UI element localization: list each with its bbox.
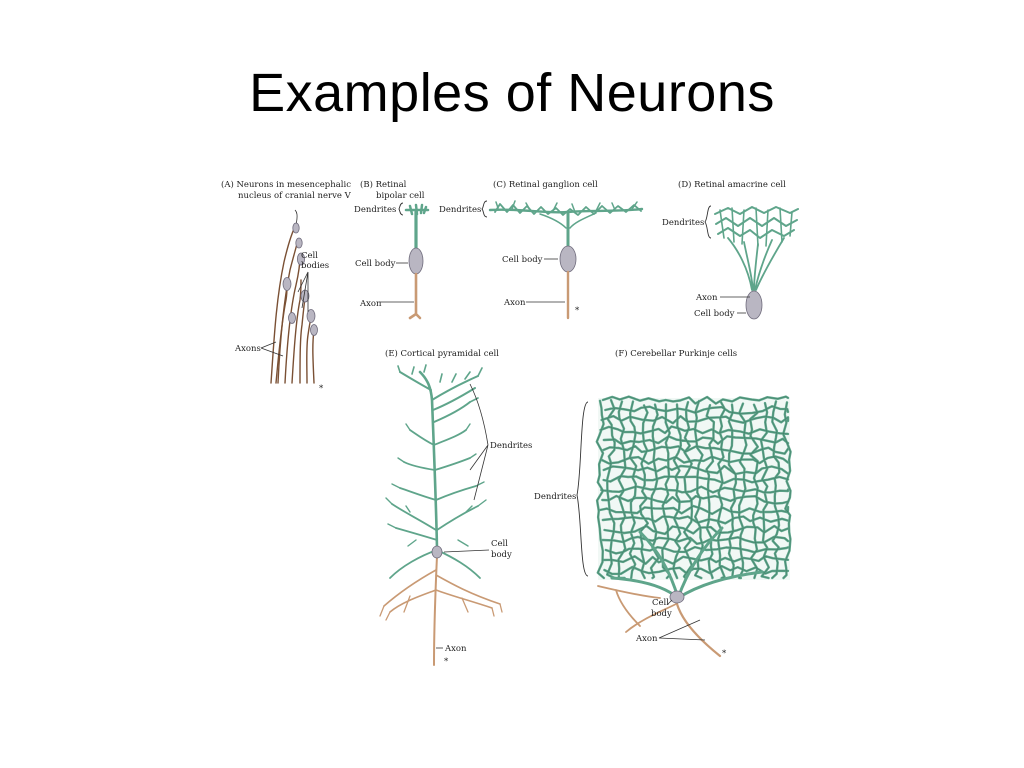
panel-f-cell-label-line1: Cell: [652, 598, 669, 608]
panel-a-mesencephalic-neurons: (A) Neurons in mesencephalic nucleus of …: [221, 179, 352, 394]
panel-b-title-line2: bipolar cell: [376, 191, 425, 201]
panel-d-axon-label: Axon: [695, 293, 718, 303]
panel-e-cortical-pyramidal-cell: (E) Cortical pyramidal cell Dendrites Ce…: [380, 348, 532, 667]
panel-e-cell-body: [432, 546, 442, 558]
panel-a-title-line1: (A) Neurons in mesencephalic: [221, 179, 351, 190]
panel-a-cell-bodies: [283, 223, 318, 336]
panel-f-axon-label: Axon: [635, 634, 658, 644]
panel-a-axons-label: Axons: [234, 344, 261, 354]
panel-d-dendrites-label: Dendrites: [662, 218, 704, 228]
panel-f-cerebellar-purkinje-cells: (F) Cerebellar Purkinje cells Dendrites …: [534, 348, 791, 659]
panel-e-dendrites-label: Dendrites: [490, 441, 532, 451]
panel-a-cell-label-line2: bodies: [301, 261, 329, 271]
panel-b-dendrites-label: Dendrites: [354, 205, 396, 215]
panel-f-cell-body: [670, 591, 684, 603]
panel-f-dendritic-tree: [597, 397, 791, 598]
panel-a-cell-label-line1: Cell: [301, 251, 318, 261]
panel-c-dendrites-label: Dendrites: [439, 205, 481, 215]
panel-d-cell-body: [746, 291, 762, 319]
panel-c-retinal-ganglion-cell: (C) Retinal ganglion cell Dendrites Cell…: [439, 179, 642, 318]
panel-f-dendrites-label: Dendrites: [534, 492, 576, 502]
panel-b-title-line1: (B) Retinal: [360, 179, 407, 190]
panel-d-title: (D) Retinal amacrine cell: [678, 179, 786, 190]
panel-a-title-line2: nucleus of cranial nerve V: [238, 191, 352, 201]
panel-c-title: (C) Retinal ganglion cell: [493, 179, 598, 190]
panel-b-axon-label: Axon: [359, 299, 382, 309]
panel-c-dendrites: [490, 201, 642, 246]
panel-e-cell-label-line1: Cell: [491, 539, 508, 549]
panel-e-cell-label-line2: body: [491, 550, 512, 560]
panel-c-cell-body: [560, 246, 576, 272]
panel-b-cell-body-label: Cell body: [355, 259, 396, 269]
panel-e-axon-label: Axon: [444, 644, 467, 654]
panel-c-asterisk: *: [575, 306, 580, 316]
panel-b-retinal-bipolar-cell: (B) Retinal bipolar cell Dendrites Cell …: [354, 179, 428, 318]
panel-f-title: (F) Cerebellar Purkinje cells: [615, 348, 737, 359]
panel-e-asterisk: *: [444, 657, 449, 667]
panel-f-cell-label-line2: body: [651, 609, 672, 619]
panel-c-axon-label: Axon: [503, 298, 526, 308]
panel-e-basal-axon-branches: [380, 556, 502, 665]
panel-d-dendrites: [715, 207, 798, 290]
panel-f-asterisk: *: [722, 649, 727, 659]
panel-f-axons: [598, 586, 720, 656]
panel-a-asterisk: *: [319, 384, 324, 394]
panel-d-cell-body-label: Cell body: [694, 309, 735, 319]
panel-e-title: (E) Cortical pyramidal cell: [385, 348, 499, 359]
panel-c-cell-body-label: Cell body: [502, 255, 543, 265]
panel-b-cell-body: [409, 248, 423, 274]
panel-d-retinal-amacrine-cell: (D) Retinal amacrine cell Dendrites Axon…: [662, 179, 798, 319]
panel-b-dendrites: [406, 205, 428, 248]
